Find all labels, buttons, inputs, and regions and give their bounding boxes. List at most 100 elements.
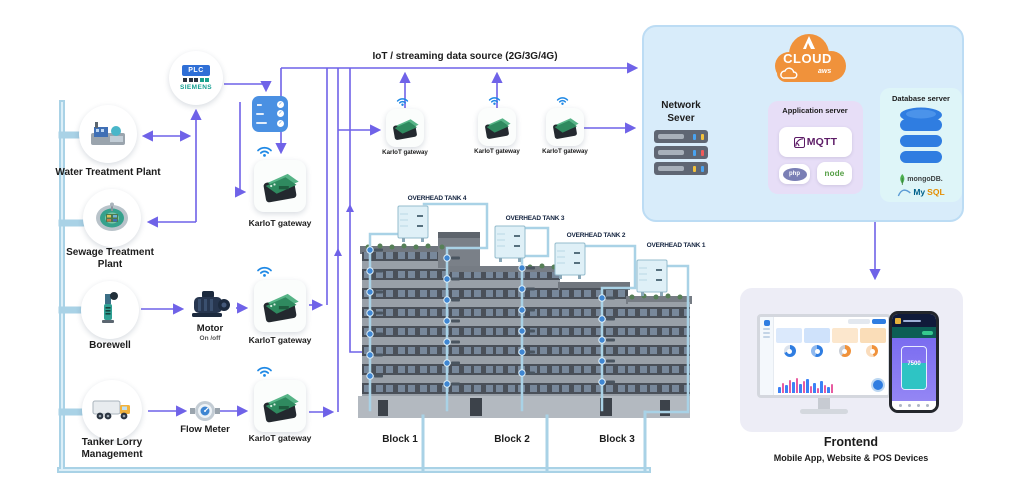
cloud-shape-icon <box>775 34 846 82</box>
mysql-dolphin-icon <box>897 188 911 196</box>
tanker-lorry-label-1: Tanker Lorry <box>81 437 143 448</box>
monitor-base <box>800 409 848 414</box>
frontend-subtitle: Mobile App, Website & POS Devices <box>773 453 929 463</box>
roof-gateway-label-2: KarloT gateway <box>474 148 520 155</box>
mqtt-card: MQTT <box>779 127 852 157</box>
overhead-tank-1-label: OVERHEAD TANK 1 <box>646 242 706 249</box>
desktop-monitor <box>757 314 891 414</box>
tank-fill <box>902 362 926 389</box>
gateway-label-2: KarloT gateway <box>248 335 312 345</box>
mqtt-label: MQTT <box>806 136 838 148</box>
tanker-lorry-label-2: Management <box>81 449 143 460</box>
cloud-logo: CLOUD aws <box>765 30 850 88</box>
dashboard-sidebar <box>760 317 774 395</box>
sewage-treatment-label-2: Plant <box>97 259 123 270</box>
gateway-tile-1 <box>254 160 306 212</box>
mobile-app-screen: 7500 <box>892 314 936 410</box>
sewage-plant-icon <box>96 202 128 231</box>
dashboard-screen <box>757 314 891 398</box>
borewell-node <box>81 281 139 339</box>
gateway-board-icon <box>263 393 299 423</box>
dashboard-main <box>774 317 888 395</box>
roof-gateway-label-3: KarloT gateway <box>542 148 588 155</box>
mongodb-row: mongoDB. <box>899 174 943 185</box>
plc-io-ports-icon <box>183 78 209 82</box>
roof-gateway-tile-2 <box>478 108 516 146</box>
mobile-app-header <box>892 314 936 327</box>
gateway-board-icon <box>393 119 419 140</box>
frontend-title: Frontend <box>823 435 879 449</box>
server-rack-unit-1 <box>654 130 708 143</box>
block-2-label: Block 2 <box>494 434 530 445</box>
data-connectors <box>141 62 881 418</box>
cloud-word: CLOUD <box>783 51 832 66</box>
motor-pump-icon <box>192 291 230 317</box>
flow-meter-icon <box>190 401 220 421</box>
node-card: node <box>817 162 852 185</box>
mongodb-leaf-icon <box>900 174 905 185</box>
gateway-board-icon <box>485 118 511 139</box>
borewell-icon <box>102 292 118 323</box>
dashboard-stat-cards <box>776 328 886 343</box>
monitor-stand <box>818 398 830 409</box>
bus-arrowheads <box>334 204 354 256</box>
aws-label: aws <box>818 68 832 75</box>
overhead-tank-2-label: OVERHEAD TANK 2 <box>566 232 626 239</box>
network-server-label-1: Network <box>661 100 701 111</box>
water-plant-icon <box>91 122 125 145</box>
nodejs-icon: node <box>824 169 845 178</box>
gateway-board-icon <box>553 118 579 139</box>
dashboard-donut-charts <box>776 345 886 357</box>
wifi-icon <box>257 366 272 377</box>
mysql-label-my: My <box>913 187 926 197</box>
server-rack-unit-2 <box>654 146 708 159</box>
mobile-app-banner <box>892 327 936 338</box>
siemens-brand-label: SIEMENS <box>179 84 213 91</box>
flow-meter-label: Flow Meter <box>180 424 230 435</box>
motor-label: Motor <box>196 323 224 334</box>
gateway-tile-2 <box>254 280 306 332</box>
wifi-icon <box>488 97 501 105</box>
motor-state-label: On /off <box>199 335 221 342</box>
water-treatment-node <box>79 105 137 163</box>
tanker-lorry-node <box>82 380 142 440</box>
overhead-tank-4-label: OVERHEAD TANK 4 <box>407 195 467 202</box>
overhead-tank-3-label: OVERHEAD TANK 3 <box>505 215 565 222</box>
wifi-icon <box>257 146 272 157</box>
block-3-label: Block 3 <box>599 434 635 445</box>
plc-chip: PLC <box>182 65 210 76</box>
wifi-icon <box>396 98 409 106</box>
sewage-treatment-node <box>83 189 141 247</box>
protocol-checklist-icon: ✓ ✓ ✓ <box>252 96 288 132</box>
gateway-board-icon <box>263 173 299 203</box>
mobile-phone: 7500 <box>889 311 939 413</box>
mobile-nav-bar <box>892 401 936 410</box>
water-treatment-label: Water Treatment Plant <box>55 167 161 178</box>
database-server-title: Database server <box>892 94 950 103</box>
block-1-label: Block 1 <box>382 434 418 445</box>
iot-bus-label: IoT / streaming data source (2G/3G/4G) <box>372 51 558 62</box>
borewell-label: Borewell <box>89 340 131 351</box>
small-cloud-icon <box>780 67 798 79</box>
roof-gateway-tile-3 <box>546 108 584 146</box>
gateway-board-icon <box>263 293 299 323</box>
dashboard-badge <box>871 378 885 392</box>
gateway-tile-3 <box>254 380 306 432</box>
tank-level-value: 7500 <box>907 361 921 367</box>
gateway-label-3: KarloT gateway <box>248 433 312 443</box>
mysql-label-sql: SQL <box>927 187 945 197</box>
wifi-icon <box>257 266 272 277</box>
dashboard-bar-chart <box>776 359 886 393</box>
network-server-label-2: Sever <box>667 113 695 124</box>
motor-node <box>188 289 232 328</box>
php-card: php <box>779 164 810 184</box>
mongodb-label: mongoDB. <box>907 176 943 183</box>
mqtt-icon <box>793 136 805 148</box>
roof-gateway-label-1: KarloT gateway <box>382 149 428 156</box>
sewage-treatment-label-1: Sewage Treatment <box>66 247 154 258</box>
application-server-title: Application server <box>782 106 848 115</box>
database-cylinder-icon <box>900 107 942 163</box>
